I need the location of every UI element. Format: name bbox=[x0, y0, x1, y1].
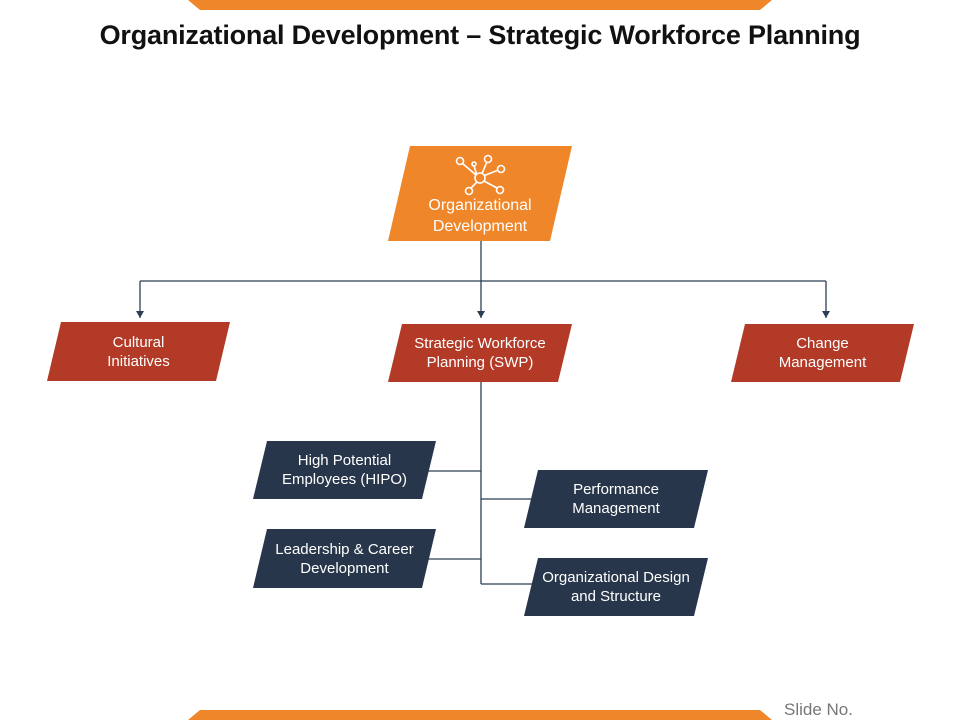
node-label: Organizational Development bbox=[428, 196, 532, 235]
slide-title: Organizational Development – Strategic W… bbox=[99, 20, 861, 50]
node-performance-management: Performance Management bbox=[524, 470, 708, 528]
node-cultural-initiatives: Cultural Initiatives bbox=[47, 322, 230, 381]
node-label: Change Management bbox=[778, 335, 867, 371]
node-label: Leadership & Career Development bbox=[275, 540, 414, 577]
slide-number: Slide No. bbox=[784, 700, 853, 719]
node-label: Cultural Initiatives bbox=[107, 333, 170, 370]
node-label: Organizational Design and Structure bbox=[542, 569, 690, 605]
node-hipo: High Potential Employees (HIPO) bbox=[253, 441, 436, 499]
node-strategic-workforce-planning: Strategic Workforce Planning (SWP) bbox=[388, 324, 572, 382]
node-label: Performance Management bbox=[572, 481, 660, 517]
node-change-management: Change Management bbox=[731, 324, 914, 382]
network-icon bbox=[454, 154, 506, 196]
node-label: High Potential Employees (HIPO) bbox=[281, 452, 408, 488]
bottom-accent-bar bbox=[188, 710, 772, 720]
node-organizational-design: Organizational Design and Structure bbox=[524, 558, 708, 616]
node-organizational-development: Organizational Development bbox=[388, 146, 572, 241]
node-label: Strategic Workforce Planning (SWP) bbox=[414, 335, 546, 371]
node-leadership-career-development: Leadership & Career Development bbox=[253, 529, 436, 588]
top-accent-bar bbox=[188, 0, 772, 10]
